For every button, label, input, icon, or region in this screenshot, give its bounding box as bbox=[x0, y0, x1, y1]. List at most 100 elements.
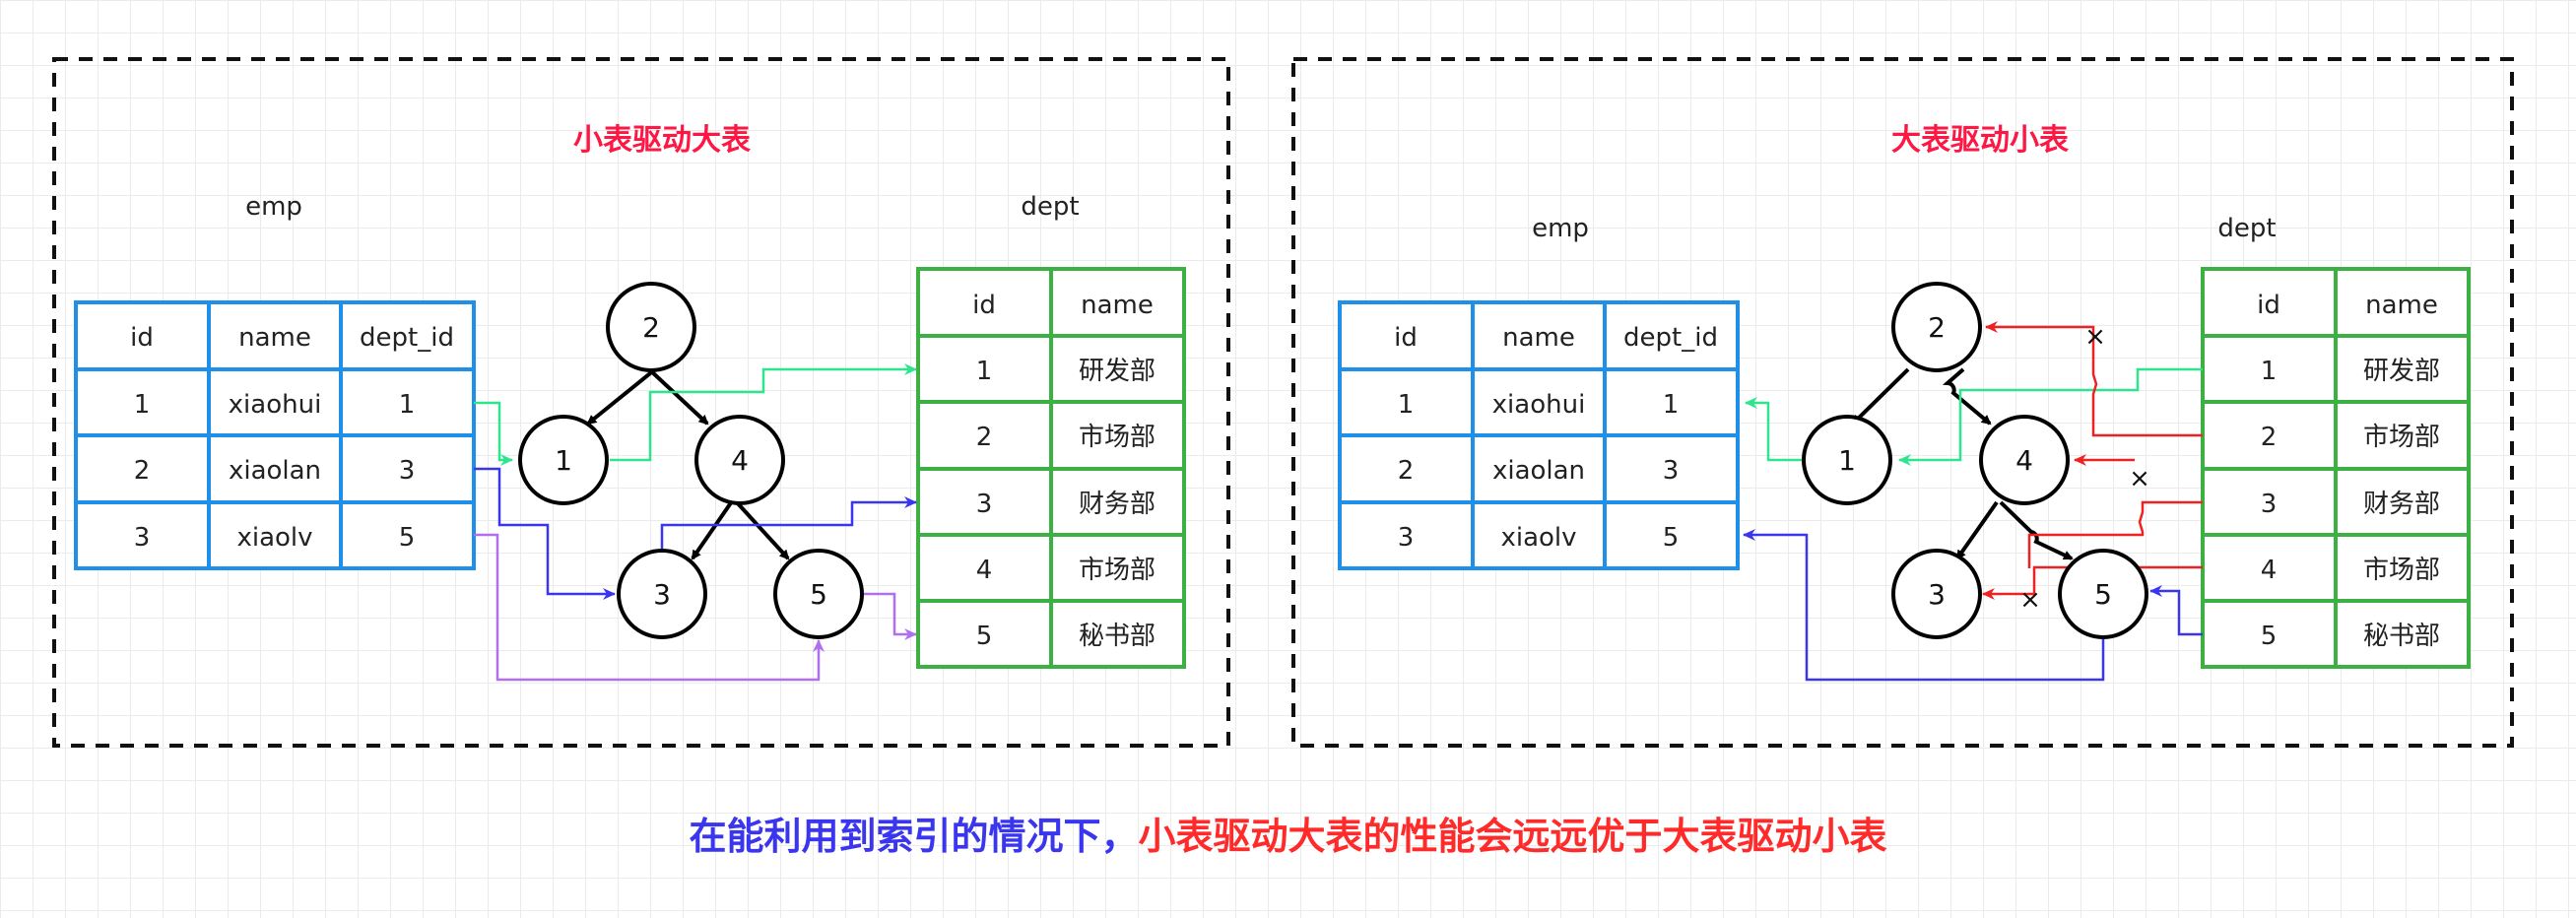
lookup-link-green bbox=[1898, 367, 2203, 466]
index-tree: 2 1 4 3 5 bbox=[518, 282, 864, 639]
tree-node bbox=[617, 549, 707, 639]
conclusion-caption: 在能利用到索引的情况下，小表驱动大表的性能会远远优于大表驱动小表 bbox=[0, 806, 2576, 860]
dept-cell: 5 bbox=[976, 622, 993, 651]
tree-node bbox=[773, 549, 864, 639]
emp-cell: 3 bbox=[1398, 523, 1415, 553]
emp-table-label: emp bbox=[1532, 214, 1589, 243]
miss-mark: × bbox=[2019, 585, 2041, 615]
dept-cell: 财务部 bbox=[1079, 490, 1156, 519]
panel-right-frame bbox=[1291, 57, 2514, 748]
miss-mark: × bbox=[2084, 322, 2106, 352]
emp-header-id: id bbox=[130, 323, 154, 353]
panel-right: 大表驱动小表 emp dept id name dept_id 1 xiaohu… bbox=[1291, 57, 2514, 748]
tree-node-label: 1 bbox=[555, 444, 572, 477]
emp-cell: 1 bbox=[1398, 390, 1415, 420]
tree-node bbox=[2058, 549, 2148, 639]
lookup-link-green bbox=[610, 363, 917, 462]
emp-cell: xiaohui bbox=[1492, 390, 1586, 420]
dept-table: id name 1 研发部 2 市场部 3 财务部 4 市场部 5 秘书部 bbox=[2201, 267, 2471, 669]
panel-right-title: 大表驱动小表 bbox=[1891, 123, 2069, 158]
emp-header-id: id bbox=[1394, 323, 1418, 353]
tree-node-label: 2 bbox=[1928, 311, 1946, 344]
emp-table: id name dept_id 1 xiaohui 1 2 xiaolan 3 … bbox=[1338, 300, 1740, 570]
dept-cell: 1 bbox=[976, 357, 993, 386]
dept-cell: 2 bbox=[2261, 423, 2278, 452]
index-tree-edges bbox=[586, 367, 790, 560]
emp-cell: 2 bbox=[134, 456, 151, 486]
emp-cell: xiaolv bbox=[236, 523, 312, 553]
emp-header-dept-id: dept_id bbox=[1623, 323, 1718, 353]
emp-header-name: name bbox=[1502, 323, 1575, 353]
emp-cell: 5 bbox=[399, 523, 416, 553]
emp-cell: 3 bbox=[134, 523, 151, 553]
dept-cell: 1 bbox=[2261, 357, 2278, 386]
tree-node bbox=[1891, 549, 1982, 639]
tree-node bbox=[1979, 415, 2070, 505]
dept-cell: 3 bbox=[976, 490, 993, 519]
dept-cell: 市场部 bbox=[2363, 556, 2440, 585]
dept-cell: 市场部 bbox=[1079, 556, 1156, 585]
lookup-link-red bbox=[1985, 321, 2203, 437]
dept-cell: 3 bbox=[2261, 490, 2278, 519]
dept-cell: 研发部 bbox=[2363, 357, 2440, 386]
tree-node bbox=[1891, 282, 1982, 372]
emp-table: id name dept_id 1 xiaohui 1 2 xiaolan 3 … bbox=[74, 300, 476, 570]
tree-node bbox=[518, 415, 609, 505]
tree-node bbox=[1802, 415, 1892, 505]
dept-header-id: id bbox=[2257, 291, 2280, 320]
lookup-link-purple bbox=[474, 533, 825, 682]
tree-node-label: 4 bbox=[2015, 444, 2033, 477]
dept-cell: 秘书部 bbox=[1079, 622, 1156, 651]
emp-cell: 5 bbox=[1663, 523, 1680, 553]
emp-cell: xiaolv bbox=[1500, 523, 1576, 553]
dept-cell: 5 bbox=[2261, 622, 2278, 651]
dept-cell: 研发部 bbox=[1079, 357, 1156, 386]
panel-left: 小表驱动大表 emp dept id name dept_id 1 xiaohu… bbox=[52, 57, 1230, 748]
lookup-link-blue bbox=[474, 467, 616, 600]
dept-cell: 秘书部 bbox=[2363, 622, 2440, 651]
lookup-link-purple bbox=[864, 592, 917, 640]
panel-left-frame bbox=[52, 57, 1230, 748]
miss-mark: × bbox=[2129, 464, 2150, 493]
lookup-link-red bbox=[2027, 500, 2203, 568]
tree-node-label: 5 bbox=[810, 578, 827, 611]
tree-node-label: 3 bbox=[653, 578, 671, 611]
emp-cell: xiaolan bbox=[1492, 456, 1585, 486]
tree-node-label: 2 bbox=[642, 311, 660, 344]
tree-node bbox=[694, 415, 785, 505]
emp-header-name: name bbox=[238, 323, 311, 353]
tree-node bbox=[606, 282, 696, 372]
caption-condition: 在能利用到索引的情况下， bbox=[689, 815, 1139, 858]
emp-table-label: emp bbox=[245, 192, 302, 222]
tree-node-label: 3 bbox=[1928, 578, 1946, 611]
emp-cell: xiaolan bbox=[229, 456, 321, 486]
emp-cell: 2 bbox=[1398, 456, 1415, 486]
lookup-link-blue bbox=[2149, 585, 2203, 636]
dept-table-label: dept bbox=[2217, 214, 2276, 243]
dept-table-label: dept bbox=[1021, 192, 1079, 222]
lookup-link-green bbox=[1745, 397, 1804, 462]
dept-cell: 市场部 bbox=[2363, 423, 2440, 452]
dept-cell: 财务部 bbox=[2363, 490, 2440, 519]
emp-cell: 1 bbox=[1663, 390, 1680, 420]
dept-cell: 2 bbox=[976, 423, 993, 452]
emp-cell: 3 bbox=[1663, 456, 1680, 486]
tree-node-label: 4 bbox=[731, 444, 749, 477]
panel-left-title: 小表驱动大表 bbox=[573, 123, 751, 158]
emp-cell: xiaohui bbox=[229, 390, 322, 420]
emp-cell: 1 bbox=[399, 390, 416, 420]
dept-cell: 4 bbox=[976, 556, 993, 585]
emp-header-dept-id: dept_id bbox=[360, 323, 454, 353]
emp-cell: 3 bbox=[399, 456, 416, 486]
lookup-link-blue bbox=[660, 496, 917, 567]
dept-header-name: name bbox=[1081, 291, 1154, 320]
dept-cell: 市场部 bbox=[1079, 423, 1156, 452]
emp-cell: 1 bbox=[134, 390, 151, 420]
caption-conclusion: 小表驱动大表的性能会远远优于大表驱动小表 bbox=[1138, 815, 1887, 858]
dept-header-id: id bbox=[972, 291, 996, 320]
lookup-link-green bbox=[474, 401, 513, 466]
index-tree: 2 1 4 3 5 bbox=[1802, 282, 2148, 639]
tree-node-label: 5 bbox=[2094, 578, 2112, 611]
dept-header-name: name bbox=[2365, 291, 2438, 320]
